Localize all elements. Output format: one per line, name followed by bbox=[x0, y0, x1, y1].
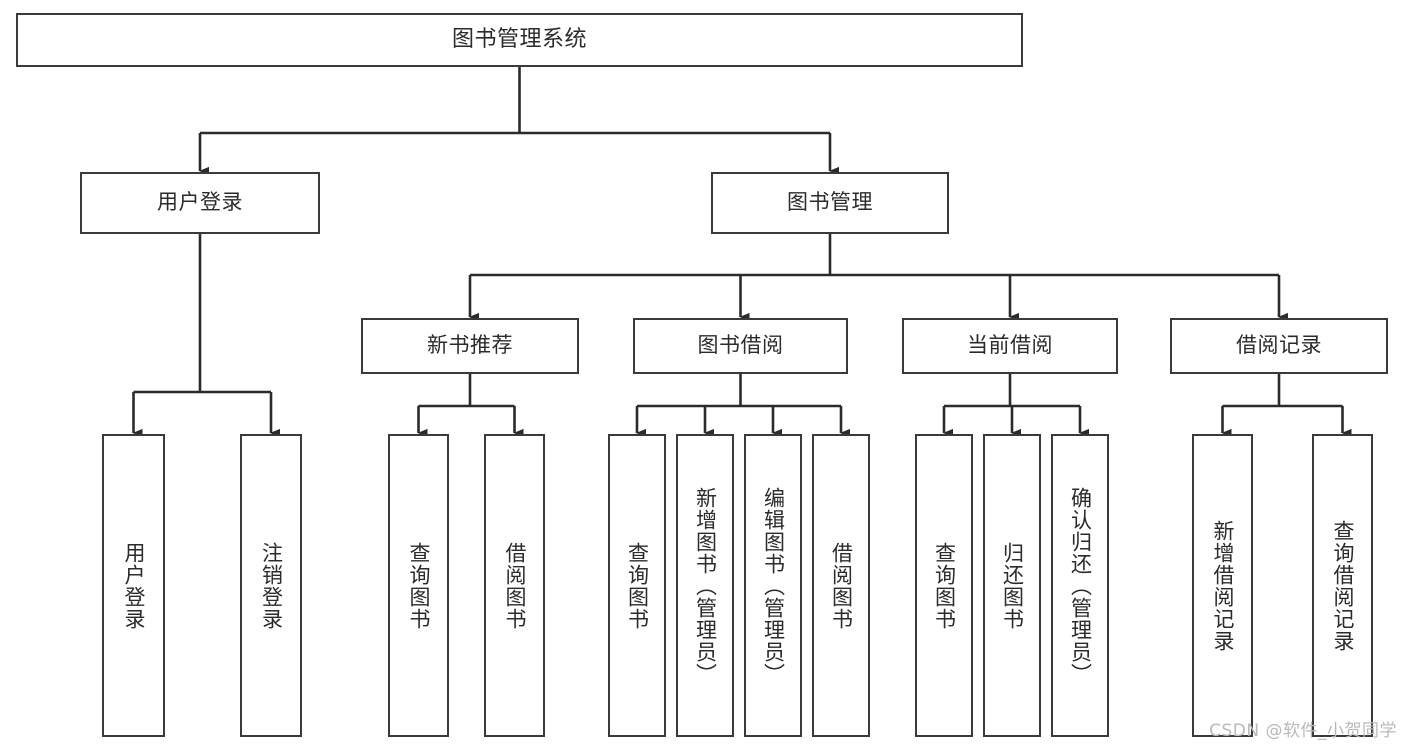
node-leaf-rec-borrow[interactable]: 借阅图书 bbox=[484, 434, 545, 737]
node-label-user-login: 用户登录 bbox=[157, 190, 243, 215]
node-label-leaf-rec-add: 新增借阅记录 bbox=[1210, 519, 1235, 652]
edge-paths bbox=[132, 67, 1352, 438]
node-label-new-book-rec: 新书推荐 bbox=[427, 333, 513, 358]
node-label-leaf-borrow-query: 查询图书 bbox=[625, 541, 650, 630]
node-leaf-rec-search[interactable]: 查询借阅记录 bbox=[1312, 434, 1373, 737]
node-leaf-user-login[interactable]: 用户登录 bbox=[102, 434, 165, 737]
node-leaf-cur-query[interactable]: 查询图书 bbox=[915, 434, 973, 737]
node-label-leaf-user-logout: 注销登录 bbox=[259, 541, 284, 630]
node-leaf-borrow-edit[interactable]: 编辑图书（管理员） bbox=[744, 434, 802, 737]
node-leaf-borrow-add[interactable]: 新增图书（管理员） bbox=[676, 434, 734, 737]
node-current-borrow[interactable]: 当前借阅 bbox=[902, 318, 1118, 374]
node-label-leaf-cur-query: 查询图书 bbox=[932, 541, 957, 630]
node-root[interactable]: 图书管理系统 bbox=[16, 13, 1023, 67]
node-label-root: 图书管理系统 bbox=[451, 26, 587, 52]
node-label-book-manage: 图书管理 bbox=[787, 190, 873, 215]
node-leaf-cur-confirm[interactable]: 确认归还（管理员） bbox=[1051, 434, 1109, 737]
node-label-leaf-borrow-lend: 借阅图书 bbox=[829, 541, 854, 630]
node-label-leaf-cur-confirm: 确认归还（管理员） bbox=[1068, 486, 1093, 685]
node-user-login[interactable]: 用户登录 bbox=[80, 172, 320, 234]
node-leaf-borrow-query[interactable]: 查询图书 bbox=[608, 434, 666, 737]
node-borrow-record[interactable]: 借阅记录 bbox=[1170, 318, 1388, 374]
node-leaf-rec-add[interactable]: 新增借阅记录 bbox=[1192, 434, 1253, 737]
node-book-borrow[interactable]: 图书借阅 bbox=[633, 318, 848, 374]
node-label-borrow-record: 借阅记录 bbox=[1236, 333, 1322, 358]
node-leaf-cur-return[interactable]: 归还图书 bbox=[983, 434, 1041, 737]
node-leaf-user-logout[interactable]: 注销登录 bbox=[240, 434, 302, 737]
node-label-leaf-rec-search: 查询借阅记录 bbox=[1330, 519, 1355, 652]
node-label-leaf-rec-borrow: 借阅图书 bbox=[502, 541, 527, 630]
node-label-book-borrow: 图书借阅 bbox=[697, 333, 784, 358]
node-label-leaf-cur-return: 归还图书 bbox=[1000, 541, 1025, 630]
node-leaf-rec-query[interactable]: 查询图书 bbox=[388, 434, 449, 737]
node-label-leaf-borrow-add: 新增图书（管理员） bbox=[693, 486, 718, 685]
node-new-book-rec[interactable]: 新书推荐 bbox=[361, 318, 579, 374]
watermark-text: CSDN @软件_小贺同学 bbox=[1209, 721, 1397, 741]
node-leaf-borrow-lend[interactable]: 借阅图书 bbox=[812, 434, 870, 737]
node-label-current-borrow: 当前借阅 bbox=[967, 333, 1053, 358]
node-label-leaf-rec-query: 查询图书 bbox=[406, 541, 431, 630]
node-label-leaf-borrow-edit: 编辑图书（管理员） bbox=[761, 486, 786, 685]
node-book-manage[interactable]: 图书管理 bbox=[711, 172, 949, 234]
node-label-leaf-user-login: 用户登录 bbox=[121, 541, 146, 630]
